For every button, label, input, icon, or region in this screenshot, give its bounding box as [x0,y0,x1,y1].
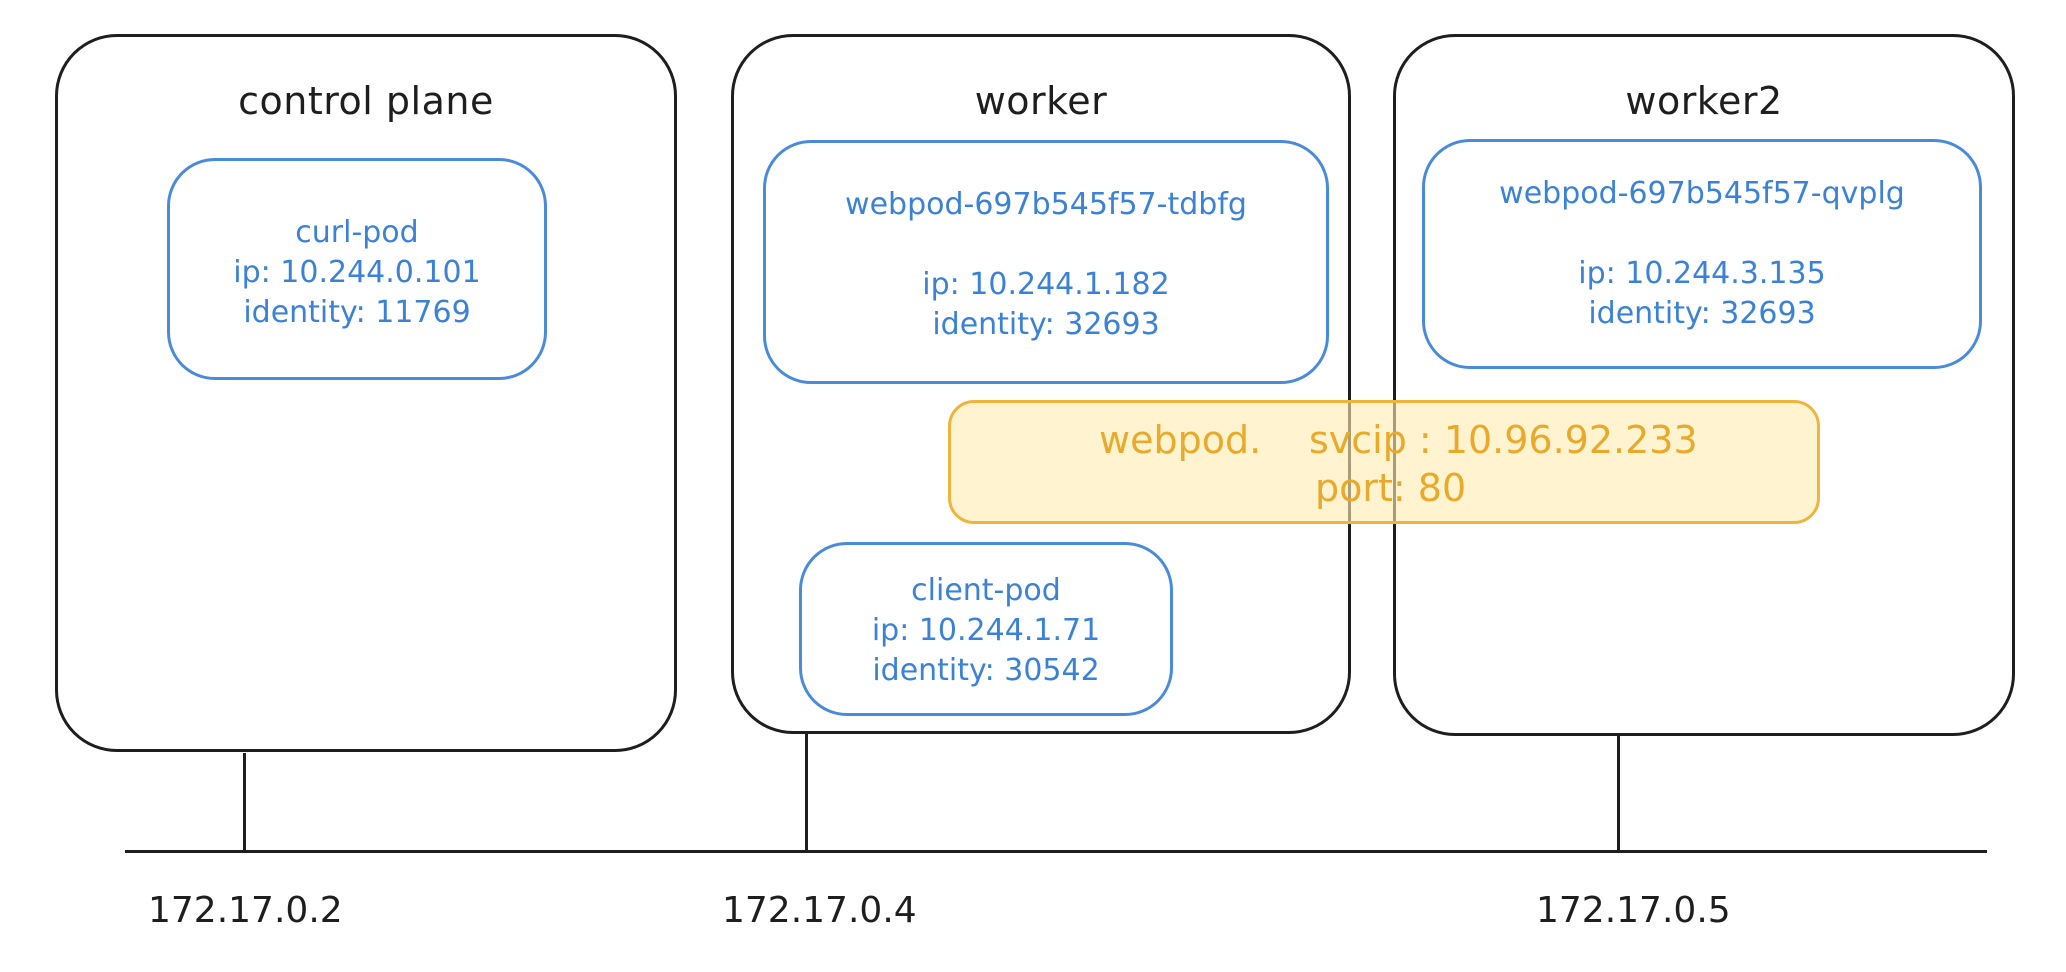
webpod-tdbfg-name: webpod-697b545f57-tdbfg [845,187,1247,222]
blank-line [766,225,1326,265]
service-svcip: svcip : 10.96.92.233 [1309,418,1698,462]
worker2-node: worker2 [1393,34,2015,736]
webpod-qvplg-ip: ip: 10.244.3.135 [1578,256,1826,291]
webpod-qvplg-name: webpod-697b545f57-qvplg [1499,176,1905,211]
webpod-tdbfg-identity: identity: 32693 [932,307,1160,342]
curl-pod-name: curl-pod [295,215,419,250]
worker-host-ip: 172.17.0.4 [722,890,917,931]
client-pod-name: client-pod [911,573,1061,608]
service-port: port: 80 [1315,466,1467,510]
curl-pod-ip: ip: 10.244.0.101 [233,255,481,290]
blank-line [1425,214,1979,254]
client-pod-identity: identity: 30542 [872,653,1100,688]
worker-node: worker [731,34,1351,734]
worker2-title: worker2 [1625,79,1783,123]
worker2-host-ip: 172.17.0.5 [1536,890,1731,931]
control-plane-host-ip: 172.17.0.2 [148,890,343,931]
curl-pod-box: curl-pod ip: 10.244.0.101 identity: 1176… [167,158,547,380]
webpod-qvplg-identity: identity: 32693 [1588,296,1816,331]
webpod-service-box: webpod. svcip : 10.96.92.233 port: 80 [948,400,1820,524]
curl-pod-identity: identity: 11769 [243,295,471,330]
service-name: webpod. [1099,418,1262,462]
webpod-qvplg-box: webpod-697b545f57-qvplg ip: 10.244.3.135… [1422,139,1982,369]
control-plane-drop-line [243,753,246,852]
worker-title: worker [974,79,1108,123]
worker-drop-line [805,732,808,852]
network-bus-line [125,850,1987,853]
control-plane-title: control plane [238,79,494,123]
worker2-drop-line [1617,736,1620,852]
webpod-tdbfg-ip: ip: 10.244.1.182 [922,267,1170,302]
client-pod-ip: ip: 10.244.1.71 [871,613,1101,648]
webpod-tdbfg-box: webpod-697b545f57-tdbfg ip: 10.244.1.182… [763,140,1329,384]
control-plane-node: control plane [55,34,677,752]
client-pod-box: client-pod ip: 10.244.1.71 identity: 305… [799,542,1173,716]
